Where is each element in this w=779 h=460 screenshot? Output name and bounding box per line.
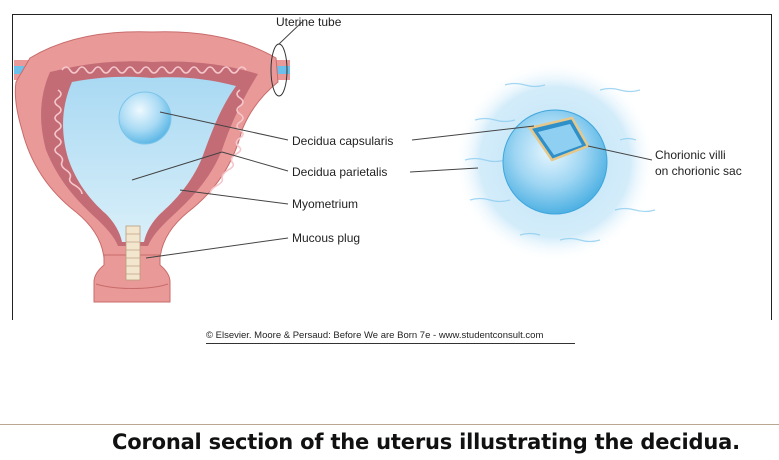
slide-caption: Coronal section of the uterus illustrati… bbox=[112, 430, 740, 454]
mucous-plug bbox=[125, 225, 141, 281]
label-uterine-tube: Uterine tube bbox=[276, 15, 342, 29]
label-chorionic-villi-line2: on chorionic sac bbox=[655, 164, 742, 178]
chorionic-villi-inner bbox=[538, 124, 582, 155]
leader-lines bbox=[131, 21, 653, 259]
uterus-diagram: Uterine tube Decidua capsularis Decidua … bbox=[14, 15, 742, 303]
chorionic-sac-detail bbox=[455, 62, 656, 262]
cervix-fold bbox=[95, 283, 169, 289]
uterine-cavity bbox=[63, 76, 236, 242]
implanted-chorionic-sac bbox=[118, 91, 172, 145]
uterine-glands bbox=[54, 66, 247, 195]
label-myometrium: Myometrium bbox=[292, 197, 358, 211]
label-mucous-plug: Mucous plug bbox=[292, 231, 360, 245]
credit-underline bbox=[206, 343, 575, 344]
figure-frame bbox=[12, 14, 772, 320]
label-chorionic-villi-line1: Chorionic villi bbox=[655, 148, 726, 162]
copyright-credit: © Elsevier. Moore & Persaud: Before We a… bbox=[206, 330, 544, 341]
caption-divider bbox=[0, 424, 779, 425]
mucous-plug-hatching bbox=[126, 233, 140, 275]
uterus bbox=[14, 31, 290, 303]
label-decidua-parietalis: Decidua parietalis bbox=[292, 165, 387, 179]
halo-streaks bbox=[464, 82, 656, 243]
label-decidua-capsularis: Decidua capsularis bbox=[292, 134, 393, 148]
